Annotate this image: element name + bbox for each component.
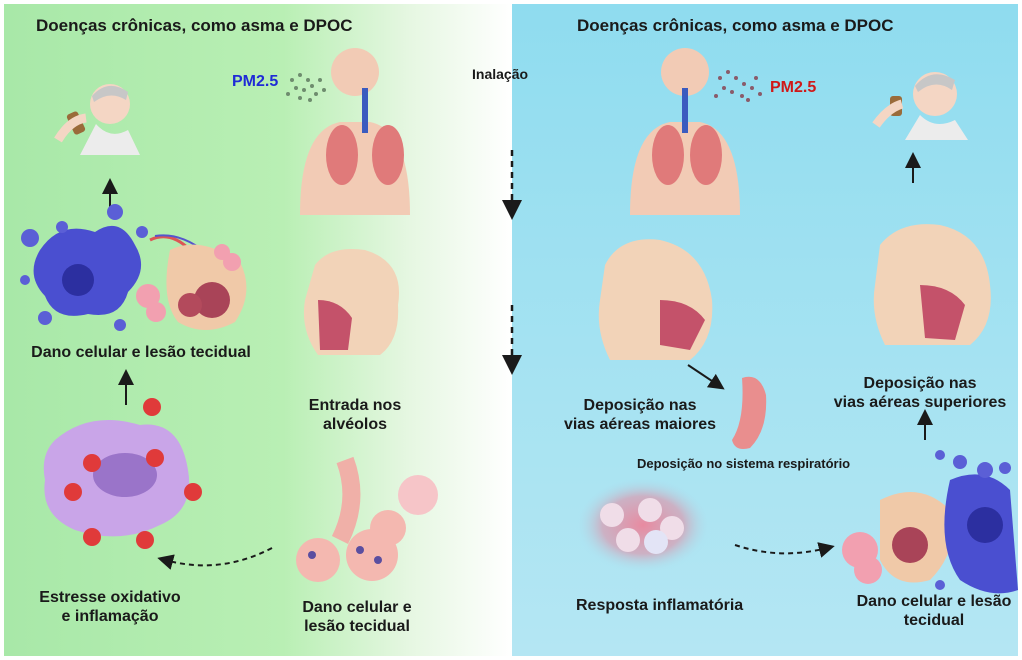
- damaged-cells-left: [20, 204, 150, 331]
- right-damage-line1: Dano celular e lesão: [850, 592, 1018, 611]
- inflammatory-cells: [575, 477, 711, 573]
- right-major-airways: Deposição nas vias aéreas maiores: [560, 396, 720, 434]
- head-profile-right-a: [599, 239, 713, 360]
- torso-lungs-left: [300, 48, 410, 215]
- left-pm-label: PM2.5: [232, 72, 278, 91]
- respiratory-system-label: Deposição no sistema respiratório: [637, 456, 850, 472]
- oxidative-line1: Estresse oxidativo: [20, 588, 200, 607]
- oxidative-line2: e inflamação: [20, 607, 200, 626]
- head-profile-left: [304, 249, 399, 355]
- upper-airways-line1: Deposição nas: [822, 374, 1018, 393]
- airway-segment: [732, 377, 766, 449]
- torso-lungs-right: [630, 48, 740, 215]
- left-alveoli-entry: Entrada nos alvéolos: [295, 396, 415, 434]
- right-damage-line2: tecidual: [850, 611, 1018, 630]
- upper-airways-line2: vias aéreas superiores: [822, 393, 1018, 412]
- alveoli-entry-line1: Entrada nos: [295, 396, 415, 415]
- pm-particles-right: [714, 70, 762, 102]
- bronchi-alveoli-left: [296, 460, 438, 582]
- right-upper-airways: Deposição nas vias aéreas superiores: [822, 374, 1018, 412]
- alveoli-entry-line2: alvéolos: [295, 415, 415, 434]
- pm-particles-left: [286, 73, 326, 102]
- right-title: Doenças crônicas, como asma e DPOC: [577, 16, 894, 36]
- right-damage-label: Dano celular e lesão tecidual: [850, 592, 1018, 630]
- left-damage-bottom: Dano celular e lesão tecidual: [282, 598, 432, 636]
- oxidative-cell-left: [44, 398, 202, 549]
- inflammatory-label: Resposta inflamatória: [576, 596, 743, 615]
- alveoli-left: [136, 235, 246, 330]
- right-pm-label: PM2.5: [770, 78, 816, 97]
- head-profile-right-b: [874, 224, 991, 345]
- left-oxidative-label: Estresse oxidativo e inflamação: [20, 588, 200, 626]
- major-airways-line2: vias aéreas maiores: [560, 415, 720, 434]
- damage-bottom-line2: lesão tecidual: [282, 617, 432, 636]
- damage-bottom-line1: Dano celular e: [282, 598, 432, 617]
- damage-cluster-right: [842, 450, 1018, 593]
- major-airways-line1: Deposição nas: [560, 396, 720, 415]
- left-title: Doenças crônicas, como asma e DPOC: [36, 16, 353, 36]
- inhaler-person-left: [58, 84, 140, 155]
- inhalation-label: Inalação: [472, 66, 528, 83]
- inhaler-person-right: [876, 72, 968, 140]
- left-damage-top: Dano celular e lesão tecidual: [16, 343, 266, 362]
